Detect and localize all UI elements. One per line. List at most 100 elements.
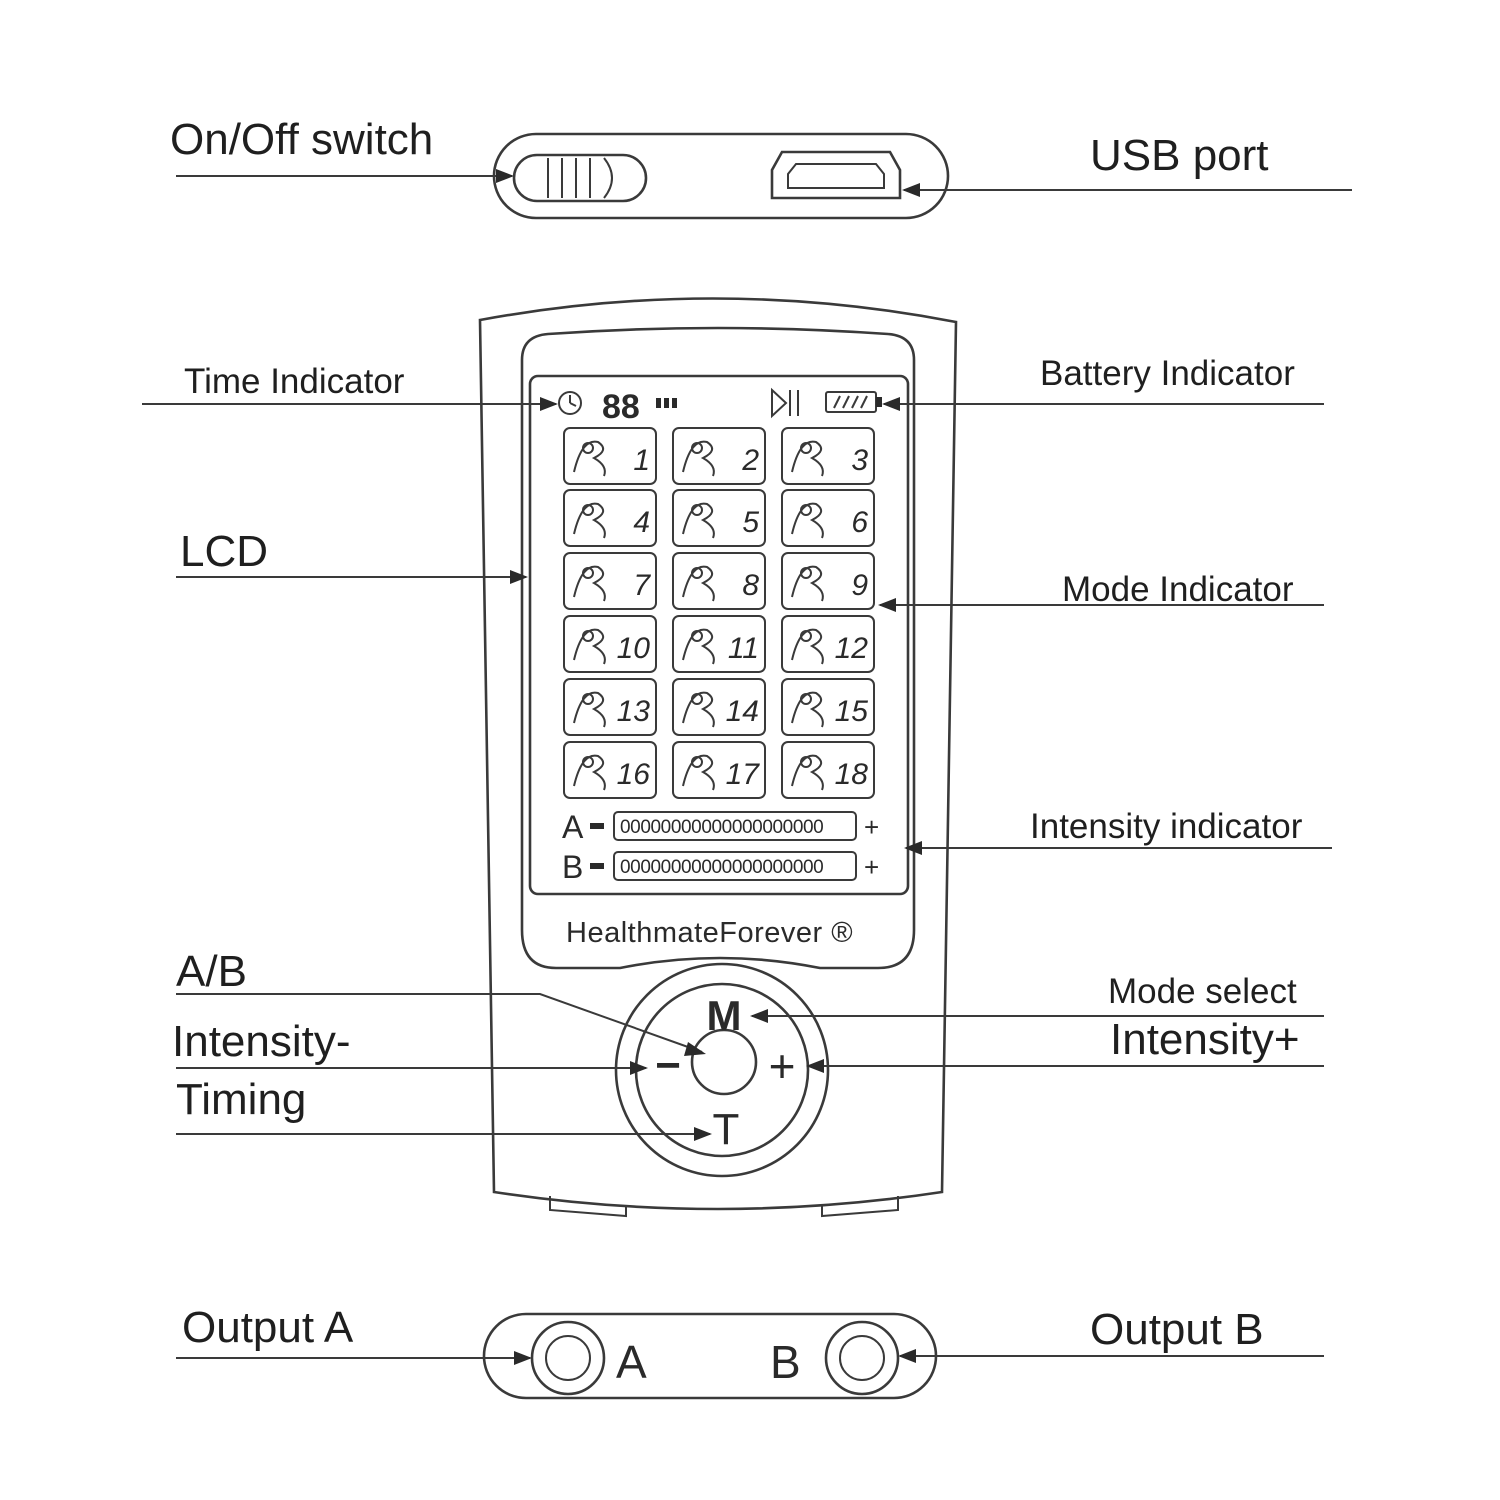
mode-indicator-label: Mode Indicator — [1062, 570, 1294, 609]
mode-number: 1 — [633, 444, 650, 477]
mode-cell: 17 — [672, 741, 766, 799]
body-part-icon — [791, 565, 824, 602]
intensity-segments: 00000000000000000000 — [620, 817, 823, 838]
mode-number: 13 — [617, 695, 651, 728]
plus-icon: + — [864, 852, 879, 882]
intensity-bar-a: A 00000000000000000000 + — [562, 809, 879, 845]
mode-cell: 18 — [781, 741, 875, 799]
top-edge-view — [492, 132, 950, 220]
body-part-icon — [573, 565, 606, 602]
mode-button[interactable]: M — [707, 992, 742, 1039]
body-part-icon — [573, 754, 606, 791]
mode-cell: 15 — [781, 678, 875, 736]
mode-number: 7 — [633, 569, 651, 602]
lcd-label: LCD — [180, 527, 269, 576]
body-part-icon — [682, 440, 715, 477]
mode-cell: 2 — [672, 427, 766, 485]
channel-label: B — [562, 849, 583, 885]
body-part-icon — [682, 502, 715, 539]
timing-button[interactable]: T — [713, 1105, 740, 1154]
ab-label: A/B — [176, 947, 247, 996]
body-part-icon — [682, 628, 715, 665]
time-unit-icon — [656, 398, 677, 408]
play-pause-icon — [771, 387, 799, 419]
body-part-icon — [682, 565, 715, 602]
body-part-icon — [573, 502, 606, 539]
output-b-label: Output B — [1090, 1305, 1264, 1354]
ab-button[interactable] — [690, 1028, 758, 1096]
body-part-icon — [573, 440, 606, 477]
mode-cell: 14 — [672, 678, 766, 736]
mode-number: 16 — [617, 758, 651, 791]
intensity-indicator-label: Intensity indicator — [1030, 807, 1303, 846]
usb-port[interactable] — [770, 150, 902, 200]
mode-number: 9 — [851, 569, 868, 602]
body-part-icon — [791, 754, 824, 791]
battery-icon — [825, 391, 882, 413]
mode-number: 11 — [728, 632, 759, 665]
mode-cell: 7 — [563, 552, 657, 610]
mode-cell: 9 — [781, 552, 875, 610]
mode-cell: 10 — [563, 615, 657, 673]
mode-number: 6 — [851, 506, 868, 539]
timing-label: Timing — [176, 1075, 307, 1124]
minus-icon — [590, 823, 604, 829]
body-part-icon — [573, 691, 606, 728]
output-a-jack[interactable] — [530, 1320, 606, 1396]
battery-indicator-label: Battery Indicator — [1040, 354, 1295, 393]
mode-number: 5 — [742, 506, 759, 539]
time-indicator-label: Time Indicator — [184, 362, 405, 401]
mode-cell: 11 — [672, 615, 766, 673]
mode-number: 2 — [741, 444, 759, 477]
body-part-icon — [791, 502, 824, 539]
port-b-label: B — [770, 1336, 801, 1388]
mode-number: 8 — [742, 569, 759, 602]
bottom-edge-view: A B — [482, 1312, 938, 1400]
body-part-icon — [791, 628, 824, 665]
channel-label: A — [562, 809, 584, 845]
on-off-switch-label: On/Off switch — [170, 115, 434, 164]
intensity-bars: A 00000000000000000000 + B 00000000000000000… — [562, 809, 879, 885]
body-part-icon — [791, 440, 824, 477]
mode-number: 15 — [835, 695, 869, 728]
mode-number: 4 — [633, 506, 650, 539]
mode-number: 18 — [835, 758, 869, 791]
port-a-label: A — [616, 1336, 647, 1388]
usb-port-label: USB port — [1090, 131, 1269, 180]
on-off-switch[interactable] — [512, 153, 648, 203]
intensity-segments: 00000000000000000000 — [620, 857, 823, 878]
mode-cell: 1 — [563, 427, 657, 485]
mode-cell: 16 — [563, 741, 657, 799]
mode-number: 14 — [726, 695, 759, 728]
clock-icon — [558, 391, 582, 415]
minus-icon — [590, 863, 604, 869]
mode-number: 10 — [617, 632, 651, 665]
mode-cell: 4 — [563, 489, 657, 547]
mode-select-label: Mode select — [1108, 972, 1297, 1011]
mode-cell: 5 — [672, 489, 766, 547]
body-part-icon — [573, 628, 606, 665]
intensity-plus-button[interactable]: + — [769, 1040, 796, 1092]
mode-cell: 6 — [781, 489, 875, 547]
output-a-label: Output A — [182, 1303, 354, 1352]
intensity-minus-label: Intensity- — [172, 1017, 351, 1066]
body-part-icon — [682, 754, 715, 791]
brand-label: HealthmateForever ® — [566, 917, 853, 949]
body-part-icon — [682, 691, 715, 728]
mode-cell: 3 — [781, 427, 875, 485]
body-part-icon — [791, 691, 824, 728]
leader-lines — [142, 169, 1352, 1365]
intensity-plus-label: Intensity+ — [1110, 1015, 1300, 1064]
output-b-jack[interactable] — [824, 1320, 900, 1396]
mode-cell: 13 — [563, 678, 657, 736]
intensity-minus-button[interactable]: − — [655, 1041, 681, 1090]
mode-number: 3 — [851, 444, 868, 477]
device-body — [478, 297, 958, 1218]
mode-cell: 12 — [781, 615, 875, 673]
plus-icon: + — [864, 812, 879, 842]
intensity-bar-b: B 00000000000000000000 + — [562, 849, 879, 885]
mode-number: 12 — [835, 632, 869, 665]
